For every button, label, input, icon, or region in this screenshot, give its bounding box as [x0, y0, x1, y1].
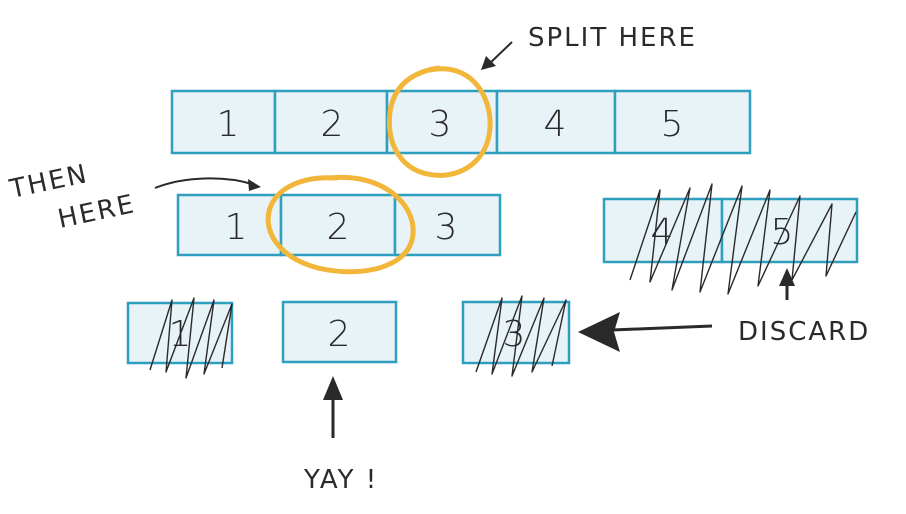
row1-label-2: 2 — [321, 104, 344, 145]
row2-array: 1 2 3 — [176, 193, 502, 257]
scribble-3 — [475, 295, 567, 377]
row2-discarded-array: 4 5 — [602, 183, 859, 295]
here-label: HERE — [55, 189, 138, 235]
row2-label-1: 1 — [225, 207, 248, 248]
row1-cell-2 — [273, 89, 389, 155]
row3-cell-2 — [281, 300, 398, 364]
discard-arrow-up — [779, 268, 795, 300]
scribble-1 — [149, 297, 233, 379]
row3-label-2: 2 — [328, 314, 351, 355]
row3-cell-2-group: 2 — [281, 300, 398, 364]
yay-label: YAY ! — [303, 465, 378, 495]
then-here-arrow — [154, 177, 261, 191]
row1-label-5: 5 — [661, 104, 684, 145]
discard-arrow-left — [578, 312, 713, 352]
row1-label-4: 4 — [544, 104, 567, 145]
row3-cell-1-group: 1 — [126, 297, 234, 379]
split-here-arrow — [481, 41, 513, 70]
row3-cell-1 — [126, 301, 234, 365]
then-label: THEN — [6, 159, 91, 205]
row1-label-3: 3 — [429, 104, 452, 145]
discard-label: DISCARD — [738, 317, 870, 347]
split-circle-row1 — [386, 65, 493, 178]
row1-array: 1 2 3 4 5 — [170, 89, 752, 155]
row3-cell-3-group: 3 — [461, 295, 571, 377]
row1-cell-5 — [613, 89, 752, 155]
scribble-4-5 — [629, 183, 857, 295]
row2-label-2: 2 — [327, 207, 350, 248]
row1-label-1: 1 — [217, 104, 240, 145]
row3-label-3: 3 — [503, 314, 526, 355]
row1-cell-1 — [170, 89, 277, 155]
split-here-label: SPLIT HERE — [528, 23, 697, 53]
row2-label-3: 3 — [435, 207, 458, 248]
row1-cell-3 — [385, 89, 499, 155]
split-circle-row2 — [265, 174, 416, 275]
yay-arrow — [323, 376, 343, 438]
